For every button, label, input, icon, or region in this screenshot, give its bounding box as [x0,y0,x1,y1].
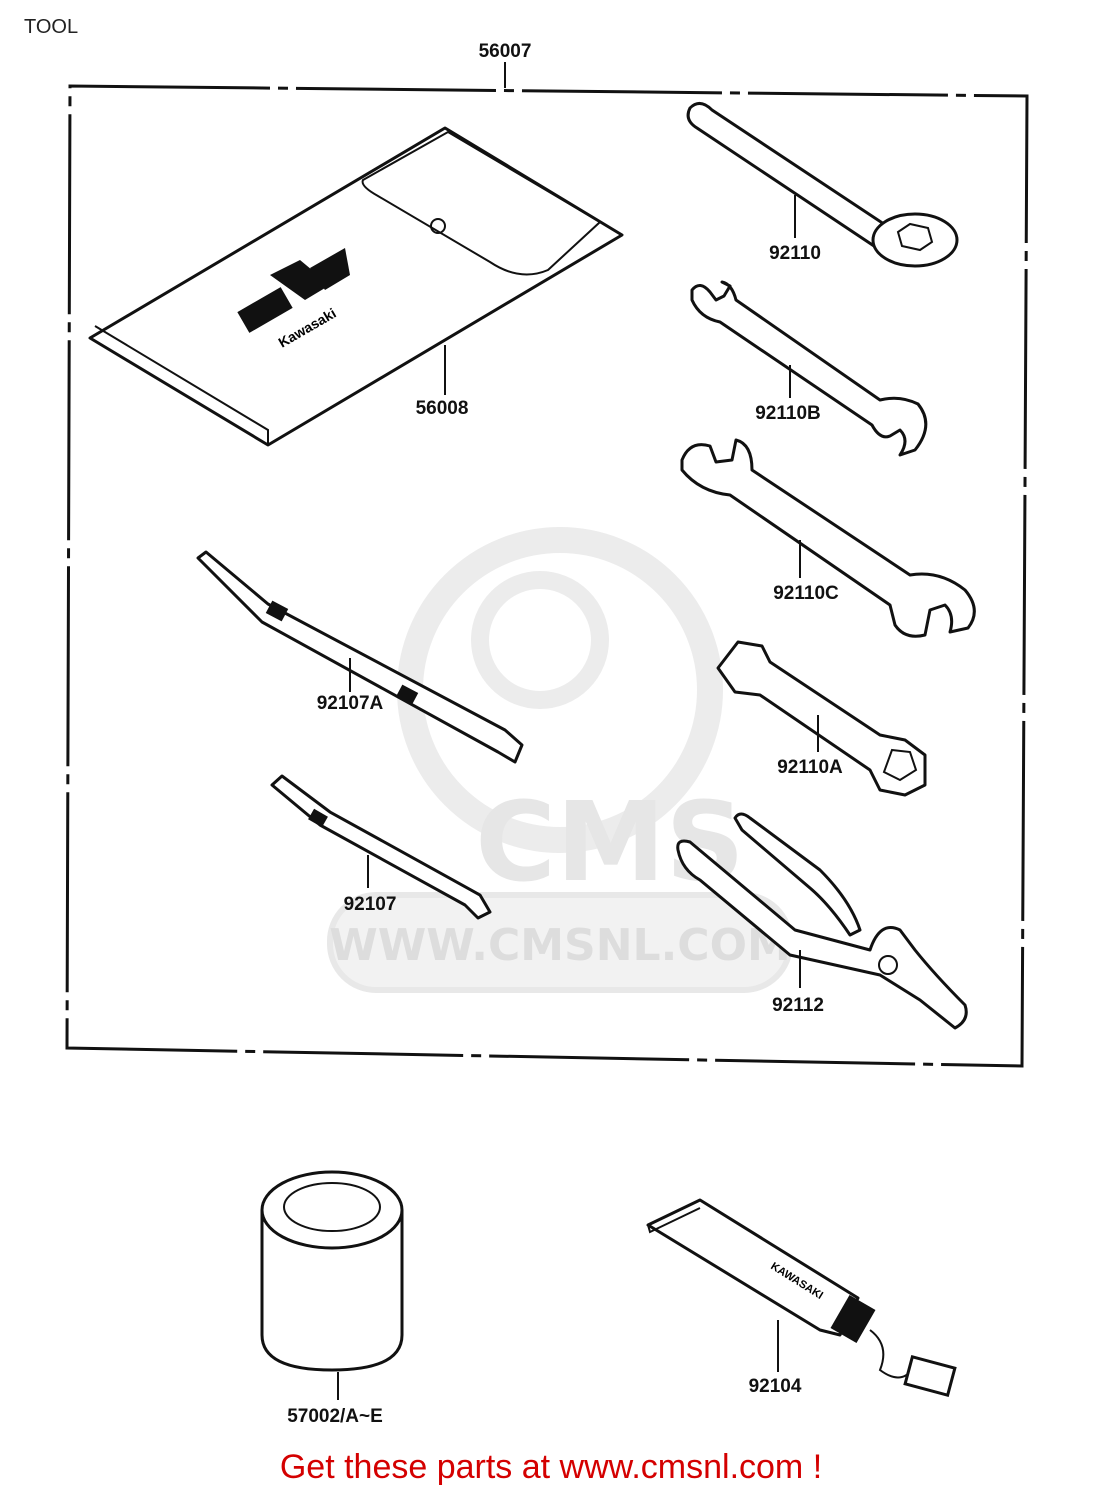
pliers-icon [676,812,968,1030]
screwdriver-icon [270,774,492,920]
screwdriver-icon [196,550,524,764]
watermark-brand: CMS [475,778,744,906]
watermark: CMS WWW.CMSNL.COM [327,527,793,993]
label-57002: 57002/A~E [287,1406,383,1427]
footer-link-text[interactable]: Get these parts at www.cmsnl.com ! [279,1448,823,1486]
tool-bag-icon: Kawasaki [88,126,624,447]
label-92107a: 92107A [317,693,384,714]
open-end-wrench-icon [690,280,928,457]
kit-label: 56007 [479,41,532,62]
page-title: TOOL [24,16,79,38]
open-end-wrench-icon [680,438,976,638]
label-92110: 92110 [769,243,821,264]
label-56008: 56008 [416,398,469,419]
label-92110a: 92110A [777,757,843,778]
label-92110c: 92110C [773,583,839,604]
fuse-icon [260,1170,404,1372]
label-92112: 92112 [772,995,824,1016]
grease-tube-icon: KAWASAKI [646,1198,957,1398]
watermark-url: WWW.CMSNL.COM [329,920,791,971]
label-92110b: 92110B [755,403,821,424]
kit-frame [65,62,1029,1068]
spark-plug-wrench-icon [716,640,927,797]
label-92104: 92104 [749,1376,802,1397]
label-92107: 92107 [344,894,397,915]
box-wrench-icon [686,102,959,268]
